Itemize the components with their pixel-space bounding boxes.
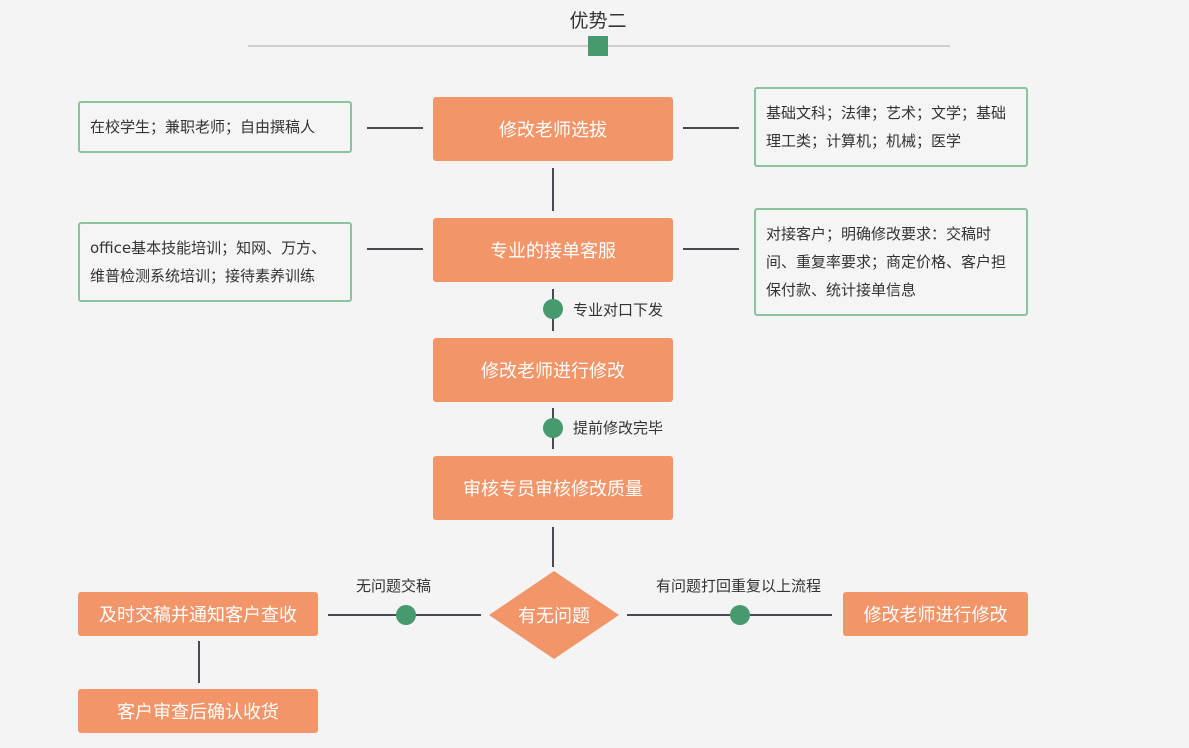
connector-dot-has-problem xyxy=(730,605,750,625)
title-divider-marker xyxy=(588,36,608,56)
connector-dot-no-problem xyxy=(396,605,416,625)
service-duties-note: 对接客户；明确修改要求：交稿时间、重复率要求；商定价格、客户担保付款、统计接单信… xyxy=(754,208,1028,316)
connector-4-decision xyxy=(552,527,554,567)
label-has-problem: 有问题打回重复以上流程 xyxy=(656,577,822,595)
step-confirm: 客户审查后确认收货 xyxy=(78,689,318,733)
step-review-label: 审核专员审核修改质量 xyxy=(463,479,643,500)
step-review: 审核专员审核修改质量 xyxy=(433,456,673,520)
step-teacher-revise: 修改老师进行修改 xyxy=(433,338,673,402)
step-teacher-revise-label: 修改老师进行修改 xyxy=(481,361,625,382)
training-text: office基本技能培训；知网、万方、维普检测系统培训；接待素养训练 xyxy=(90,239,327,285)
step-service-label: 专业的接单客服 xyxy=(490,241,616,262)
step-redo-label: 修改老师进行修改 xyxy=(863,605,1008,626)
connector-deliver-confirm xyxy=(198,641,200,683)
connector-right-1 xyxy=(683,127,739,129)
decision-node: 有无问题 xyxy=(489,571,619,659)
step-service: 专业的接单客服 xyxy=(433,218,673,282)
connector-left-1 xyxy=(367,127,423,129)
step-redo: 修改老师进行修改 xyxy=(843,592,1028,636)
step-deliver-label: 及时交稿并通知客户查收 xyxy=(99,605,297,626)
decision-label: 有无问题 xyxy=(518,606,590,627)
connector-has-problem xyxy=(627,614,832,616)
label-no-problem: 无问题交稿 xyxy=(356,577,432,595)
subject-fields-note: 基础文科；法律；艺术；文学；基础理工类；计算机；机械；医学 xyxy=(754,87,1028,167)
step-deliver: 及时交稿并通知客户查收 xyxy=(78,592,318,636)
connector-right-2 xyxy=(683,248,739,250)
diagram-title: 优势二 xyxy=(569,10,627,32)
teacher-source-note: 在校学生；兼职老师；自由撰稿人 xyxy=(78,101,352,153)
training-note: office基本技能培训；知网、万方、维普检测系统培训；接待素养训练 xyxy=(78,222,352,302)
decision-diamond-shape xyxy=(489,571,619,659)
step-confirm-label: 客户审查后确认收货 xyxy=(117,702,279,723)
teacher-source-text: 在校学生；兼职老师；自由撰稿人 xyxy=(90,118,316,136)
connector-dot-dispatch xyxy=(543,299,563,319)
subject-fields-text: 基础文科；法律；艺术；文学；基础理工类；计算机；机械；医学 xyxy=(766,104,1007,150)
connector-dot-done xyxy=(543,418,563,438)
label-done-early: 提前修改完毕 xyxy=(573,419,664,437)
step-select-teacher: 修改老师选拔 xyxy=(433,97,673,161)
step-select-teacher-label: 修改老师选拔 xyxy=(499,120,607,141)
connector-left-2 xyxy=(367,248,423,250)
connector-1-2 xyxy=(552,168,554,211)
label-dispatch: 专业对口下发 xyxy=(573,301,664,319)
service-duties-text: 对接客户；明确修改要求：交稿时间、重复率要求；商定价格、客户担保付款、统计接单信… xyxy=(766,225,1007,299)
